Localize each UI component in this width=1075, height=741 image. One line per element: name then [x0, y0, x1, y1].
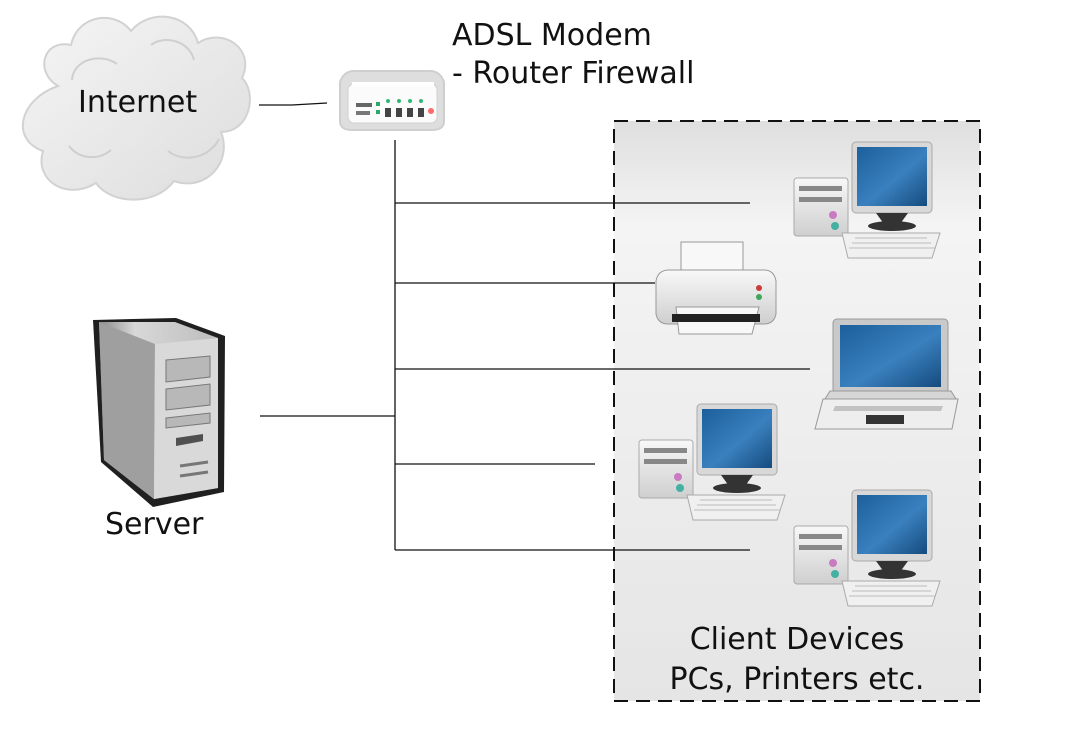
client-devices-label-line-1: Client Devices: [689, 622, 905, 657]
internet-router-link: [259, 102, 328, 106]
desktop-computer-icon: [638, 403, 786, 521]
laptop-icon: [814, 318, 959, 430]
client-devices-label-line-2: PCs, Printers etc.: [669, 662, 925, 697]
router-label: ADSL Modem - Router Firewall: [452, 17, 694, 93]
router-label-line-1: ADSL Modem: [452, 18, 652, 53]
server-label: Server: [105, 507, 204, 542]
desktop-computer-icon: [793, 141, 941, 259]
internet-label: Internet: [78, 85, 198, 120]
desktop-computer-icon: [793, 489, 941, 607]
connection-lines: [259, 102, 810, 551]
client-devices-label: Client Devices PCs, Printers etc.: [622, 620, 972, 700]
router-icon: [339, 70, 445, 131]
cloud-icon: [21, 15, 251, 201]
printer-icon: [655, 241, 777, 335]
router-label-line-2: - Router Firewall: [452, 56, 695, 91]
server-tower-icon: [93, 318, 225, 507]
